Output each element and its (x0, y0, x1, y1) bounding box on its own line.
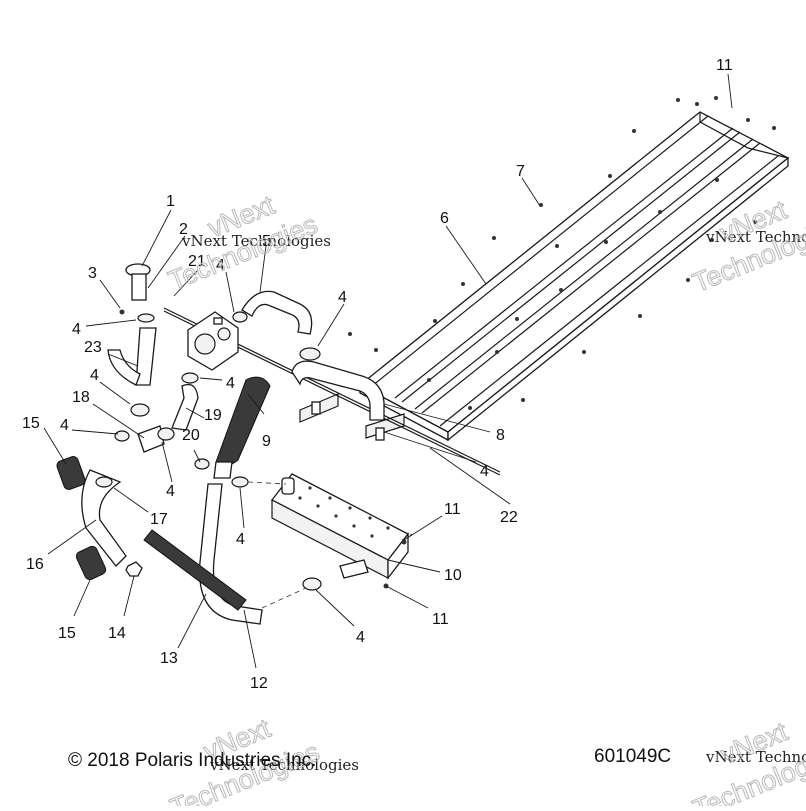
cooler-bracket-post (311, 401, 321, 415)
callout-11: 11 (716, 57, 733, 74)
callout-6: 6 (440, 210, 449, 227)
hose-clamp (302, 577, 322, 591)
callout-3: 3 (88, 265, 97, 282)
hose-clamp (137, 313, 155, 323)
fitting-18 (137, 425, 165, 453)
hose-5 (241, 290, 313, 335)
exchanger-inlet (281, 477, 295, 495)
hose-8 (291, 360, 385, 421)
exchanger-outlet (339, 559, 369, 579)
hose-clamp (181, 372, 199, 384)
callout-15: 15 (22, 415, 40, 432)
nut-14 (125, 561, 143, 577)
cooler-channel-line (414, 138, 754, 410)
callout-15: 15 (58, 625, 76, 642)
leader-lines (43, 73, 733, 669)
callout-10: 10 (444, 567, 462, 584)
callout-19: 19 (204, 407, 222, 424)
watermark-text: vNext Technologies (181, 232, 331, 250)
cooler-rivets (348, 96, 776, 410)
cooler-bracket-post (375, 427, 385, 441)
sleeve-15-upper (56, 456, 86, 490)
copyright-text: © 2018 Polaris Industries Inc. (68, 750, 316, 771)
watermark-text: vNext Technologies (705, 748, 806, 766)
callout-4: 4 (480, 463, 489, 480)
filler-neck (131, 273, 147, 301)
screw-11 (401, 539, 407, 545)
cooler-edge-line (371, 115, 709, 387)
pipe-16 (81, 469, 127, 567)
exchanger-end (387, 532, 409, 580)
heat-exchanger-10 (271, 473, 409, 580)
callout-4: 4 (166, 483, 175, 500)
drawing-number: 601049C (594, 746, 671, 767)
callout-1: 1 (166, 193, 175, 210)
tunnel-cooler (299, 96, 790, 442)
callout-4: 4 (226, 375, 235, 392)
watermarks: vNext Technologies vNext Technologies vN… (164, 189, 806, 811)
callout-4: 4 (216, 257, 225, 274)
callout-5: 5 (262, 233, 271, 250)
callout-12: 12 (250, 675, 268, 692)
callout-9: 9 (262, 433, 271, 450)
hose-clamp (299, 347, 321, 361)
callout-13: 13 (160, 650, 178, 667)
cooler-channel-line (401, 131, 741, 403)
thermostat-housing (187, 311, 239, 371)
callout-8: 8 (496, 427, 505, 444)
exchanger-fins (298, 486, 390, 538)
callout-23: 23 (84, 339, 102, 356)
callout-17: 17 (150, 511, 168, 528)
callout-14: 14 (108, 625, 126, 642)
hose-23-bend (107, 349, 141, 386)
hose-clamp (157, 427, 175, 441)
screw-3 (119, 309, 125, 315)
ribbed-hose-12 (143, 529, 247, 611)
assembly-path (247, 481, 287, 485)
sleeve-15-lower (75, 545, 107, 581)
cooler-edge-line (439, 155, 779, 427)
hose-9-end (213, 461, 233, 479)
cooler-side-face (447, 156, 789, 442)
callout-4: 4 (338, 289, 347, 306)
clamp-17 (95, 476, 113, 488)
callout-4: 4 (236, 531, 245, 548)
watermark-text: vNext Technologies (705, 228, 806, 246)
callout-labels: 1 2 3 4 4 4 4 4 4 4 4 4 4 5 6 7 8 9 10 1… (22, 57, 733, 692)
callout-16: 16 (26, 556, 44, 573)
callout-11: 11 (444, 501, 461, 518)
thermostat-port (217, 327, 231, 341)
cooler-end-cap (699, 112, 789, 159)
cooler-channel-line (421, 142, 761, 414)
hose-clamp-20 (194, 458, 210, 470)
callout-7: 7 (516, 163, 525, 180)
callout-4: 4 (72, 321, 81, 338)
callout-20: 20 (182, 427, 200, 444)
callout-21: 21 (188, 253, 206, 270)
hose-clamp (130, 403, 150, 417)
filler-neck-assembly (107, 263, 157, 386)
callout-22: 22 (500, 509, 518, 526)
callout-4: 4 (90, 367, 99, 384)
callout-2: 2 (179, 221, 188, 238)
hose-clamp (232, 311, 248, 323)
assembly-path (261, 587, 307, 609)
callout-11: 11 (432, 611, 449, 628)
hose-19 (171, 383, 199, 431)
watermark-text: vNext Technologies (209, 756, 359, 774)
callout-4: 4 (60, 417, 69, 434)
assembly-path (401, 533, 413, 541)
hose-clamp (231, 476, 249, 488)
ribbed-hose-9 (215, 376, 271, 466)
thermostat-nipple (213, 317, 223, 325)
hose-clamp (114, 430, 130, 442)
callout-4: 4 (356, 629, 365, 646)
callout-18: 18 (72, 389, 90, 406)
cooler-channel-line (394, 127, 734, 399)
thermostat-port (194, 333, 216, 355)
